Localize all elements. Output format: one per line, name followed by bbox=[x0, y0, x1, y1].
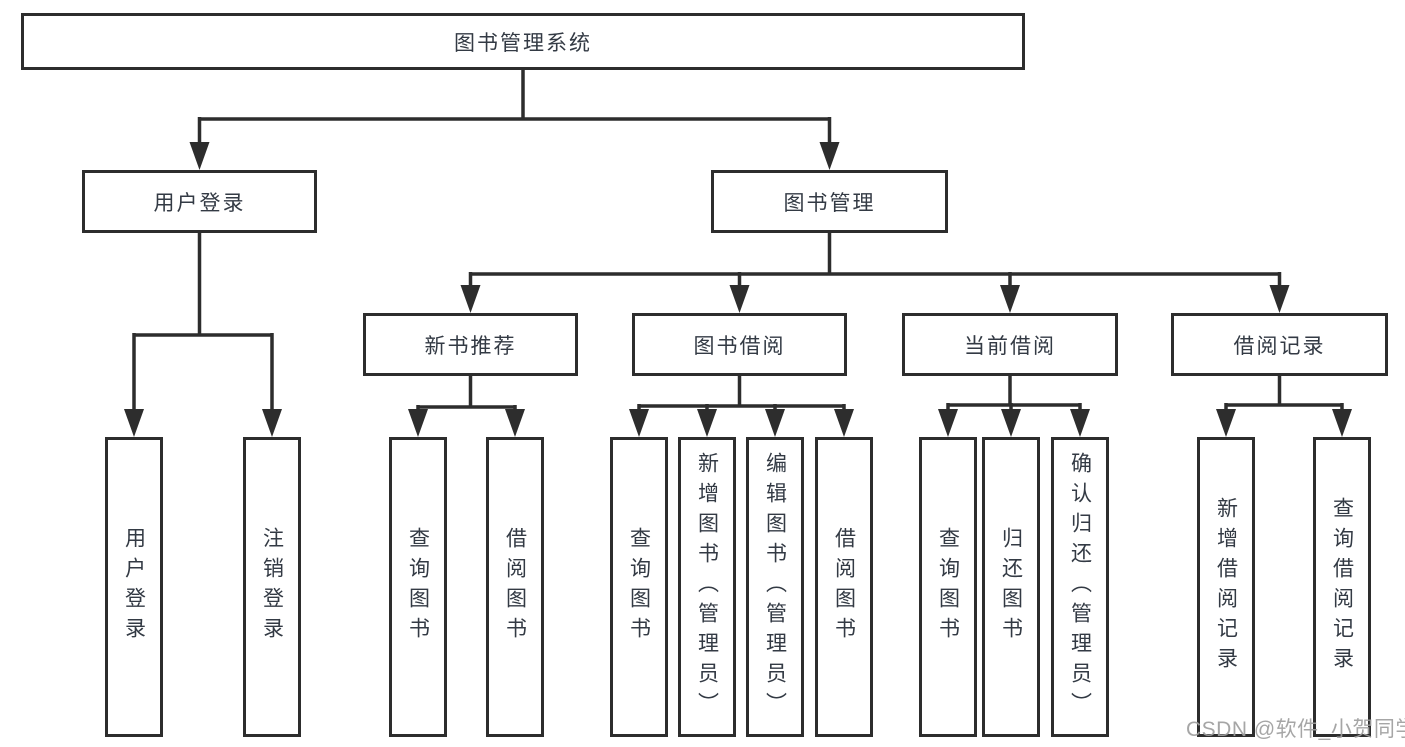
node-book-borrow-label: 图书借阅 bbox=[693, 334, 786, 358]
arrow-icon bbox=[189, 142, 210, 170]
connector-borrow-split bbox=[637, 376, 846, 413]
node-user-login: 用户登录 bbox=[82, 170, 317, 233]
leaf-add-books-admin-label: 新增图书（管理员） bbox=[695, 452, 719, 722]
node-current-borrow: 当前借阅 bbox=[902, 313, 1118, 376]
arrow-icon bbox=[460, 285, 481, 313]
leaf-add-borrow-record: 新增借阅记录 bbox=[1197, 437, 1255, 737]
leaf-return-books-label: 归还图书 bbox=[999, 527, 1023, 647]
node-book-management: 图书管理 bbox=[711, 170, 948, 233]
leaf-query-books-3: 查询图书 bbox=[919, 437, 977, 737]
leaf-query-borrow-record: 查询借阅记录 bbox=[1313, 437, 1371, 737]
leaf-borrow-books-1: 借阅图书 bbox=[486, 437, 544, 737]
arrow-icon bbox=[1332, 409, 1352, 437]
arrow-icon bbox=[1070, 409, 1090, 437]
node-current-borrow-label: 当前借阅 bbox=[964, 334, 1056, 358]
connector-root-split bbox=[197, 70, 832, 146]
leaf-logout: 注销登录 bbox=[243, 437, 301, 737]
arrow-icon bbox=[629, 409, 649, 437]
arrow-icon bbox=[765, 409, 785, 437]
node-book-borrow: 图书借阅 bbox=[632, 313, 847, 376]
connector-records-split bbox=[1224, 376, 1344, 413]
leaf-query-books-2-label: 查询图书 bbox=[627, 527, 651, 647]
leaf-confirm-return-admin-label: 确认归还（管理员） bbox=[1068, 452, 1092, 722]
arrow-icon bbox=[1216, 409, 1236, 437]
arrow-icon bbox=[697, 409, 717, 437]
leaf-add-books-admin: 新增图书（管理员） bbox=[678, 437, 736, 737]
connector-book-mgmt-split bbox=[468, 233, 1282, 289]
node-system-root: 图书管理系统 bbox=[21, 13, 1025, 70]
leaf-query-books-3-label: 查询图书 bbox=[936, 527, 960, 647]
leaf-query-books-1: 查询图书 bbox=[389, 437, 447, 737]
leaf-user-login: 用户登录 bbox=[105, 437, 163, 737]
leaf-borrow-books-1-label: 借阅图书 bbox=[503, 527, 527, 647]
arrow-icon bbox=[1001, 409, 1021, 437]
leaf-edit-books-admin: 编辑图书（管理员） bbox=[746, 437, 804, 737]
leaf-user-login-label: 用户登录 bbox=[122, 527, 146, 647]
arrow-icon bbox=[938, 409, 958, 437]
leaf-query-books-2: 查询图书 bbox=[610, 437, 668, 737]
arrow-icon bbox=[124, 409, 144, 437]
arrow-icon bbox=[729, 285, 750, 313]
connector-new-books-split bbox=[416, 376, 517, 413]
csdn-watermark: CSDN @软件_小贺同学 bbox=[1186, 718, 1405, 741]
node-new-book-recommend: 新书推荐 bbox=[363, 313, 578, 376]
leaf-borrow-books-2: 借阅图书 bbox=[815, 437, 873, 737]
node-book-management-label: 图书管理 bbox=[783, 191, 876, 215]
node-borrow-records-label: 借阅记录 bbox=[1233, 334, 1326, 358]
connector-current-split bbox=[946, 376, 1082, 413]
node-borrow-records: 借阅记录 bbox=[1171, 313, 1388, 376]
leaf-add-borrow-record-label: 新增借阅记录 bbox=[1214, 497, 1238, 677]
node-system-root-label: 图书管理系统 bbox=[454, 31, 592, 55]
leaf-logout-label: 注销登录 bbox=[260, 527, 284, 647]
connector-user-login-split bbox=[132, 233, 274, 413]
arrow-icon bbox=[834, 409, 854, 437]
arrow-icon bbox=[505, 409, 525, 437]
leaf-edit-books-admin-label: 编辑图书（管理员） bbox=[763, 452, 787, 722]
arrow-icon bbox=[1000, 285, 1020, 313]
arrow-icon bbox=[1269, 285, 1290, 313]
arrow-icon bbox=[408, 409, 428, 437]
leaf-query-borrow-record-label: 查询借阅记录 bbox=[1330, 497, 1354, 677]
leaf-borrow-books-2-label: 借阅图书 bbox=[832, 527, 856, 647]
arrow-icon bbox=[262, 409, 282, 437]
node-user-login-label: 用户登录 bbox=[153, 191, 246, 215]
arrow-icon bbox=[819, 142, 840, 170]
leaf-query-books-1-label: 查询图书 bbox=[406, 527, 430, 647]
leaf-confirm-return-admin: 确认归还（管理员） bbox=[1051, 437, 1109, 737]
node-new-book-recommend-label: 新书推荐 bbox=[424, 334, 517, 358]
leaf-return-books: 归还图书 bbox=[982, 437, 1040, 737]
